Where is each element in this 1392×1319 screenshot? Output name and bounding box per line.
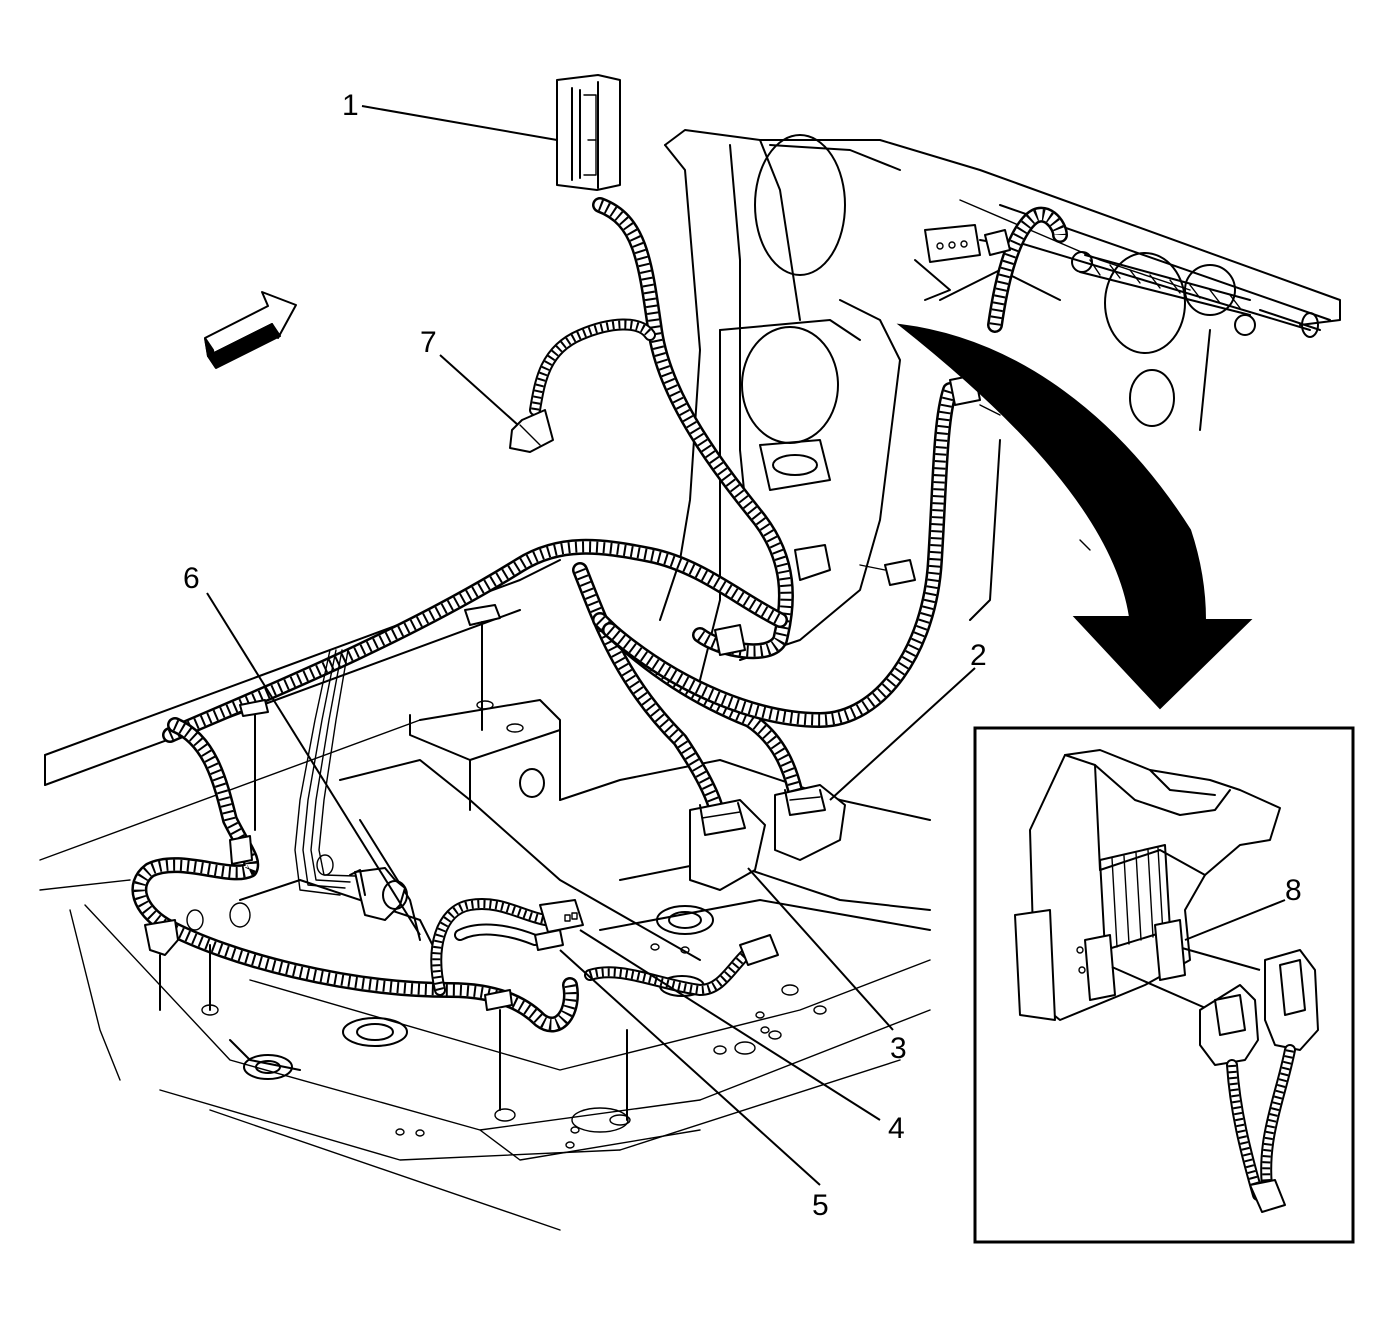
view-detail-arrow-icon <box>896 323 1253 710</box>
callout-8: 8 <box>1285 874 1302 907</box>
callout-7: 7 <box>420 326 437 359</box>
component-1-connector <box>556 74 621 191</box>
callout-1: 1 <box>342 89 359 122</box>
front-direction-arrow-icon <box>204 291 297 369</box>
callout-3: 3 <box>890 1032 907 1065</box>
component-2-connector <box>774 784 846 861</box>
component-4-connector <box>739 934 779 966</box>
detail-inset <box>973 726 1355 1244</box>
component-3-connector <box>689 799 766 891</box>
main-harness <box>131 197 1068 1033</box>
callout-5: 5 <box>812 1189 829 1222</box>
callout-leaders <box>206 105 1286 1186</box>
component-5-connector <box>534 899 584 951</box>
callout-labels: 1 2 3 4 5 6 7 8 <box>183 89 1302 1222</box>
callout-2: 2 <box>970 639 987 672</box>
callout-6: 6 <box>183 562 200 595</box>
component-7-connector <box>509 409 554 453</box>
callout-4: 4 <box>888 1112 905 1145</box>
component-6-sensor <box>349 867 408 921</box>
floor-pan <box>39 559 931 1231</box>
fasteners <box>144 229 1011 1121</box>
